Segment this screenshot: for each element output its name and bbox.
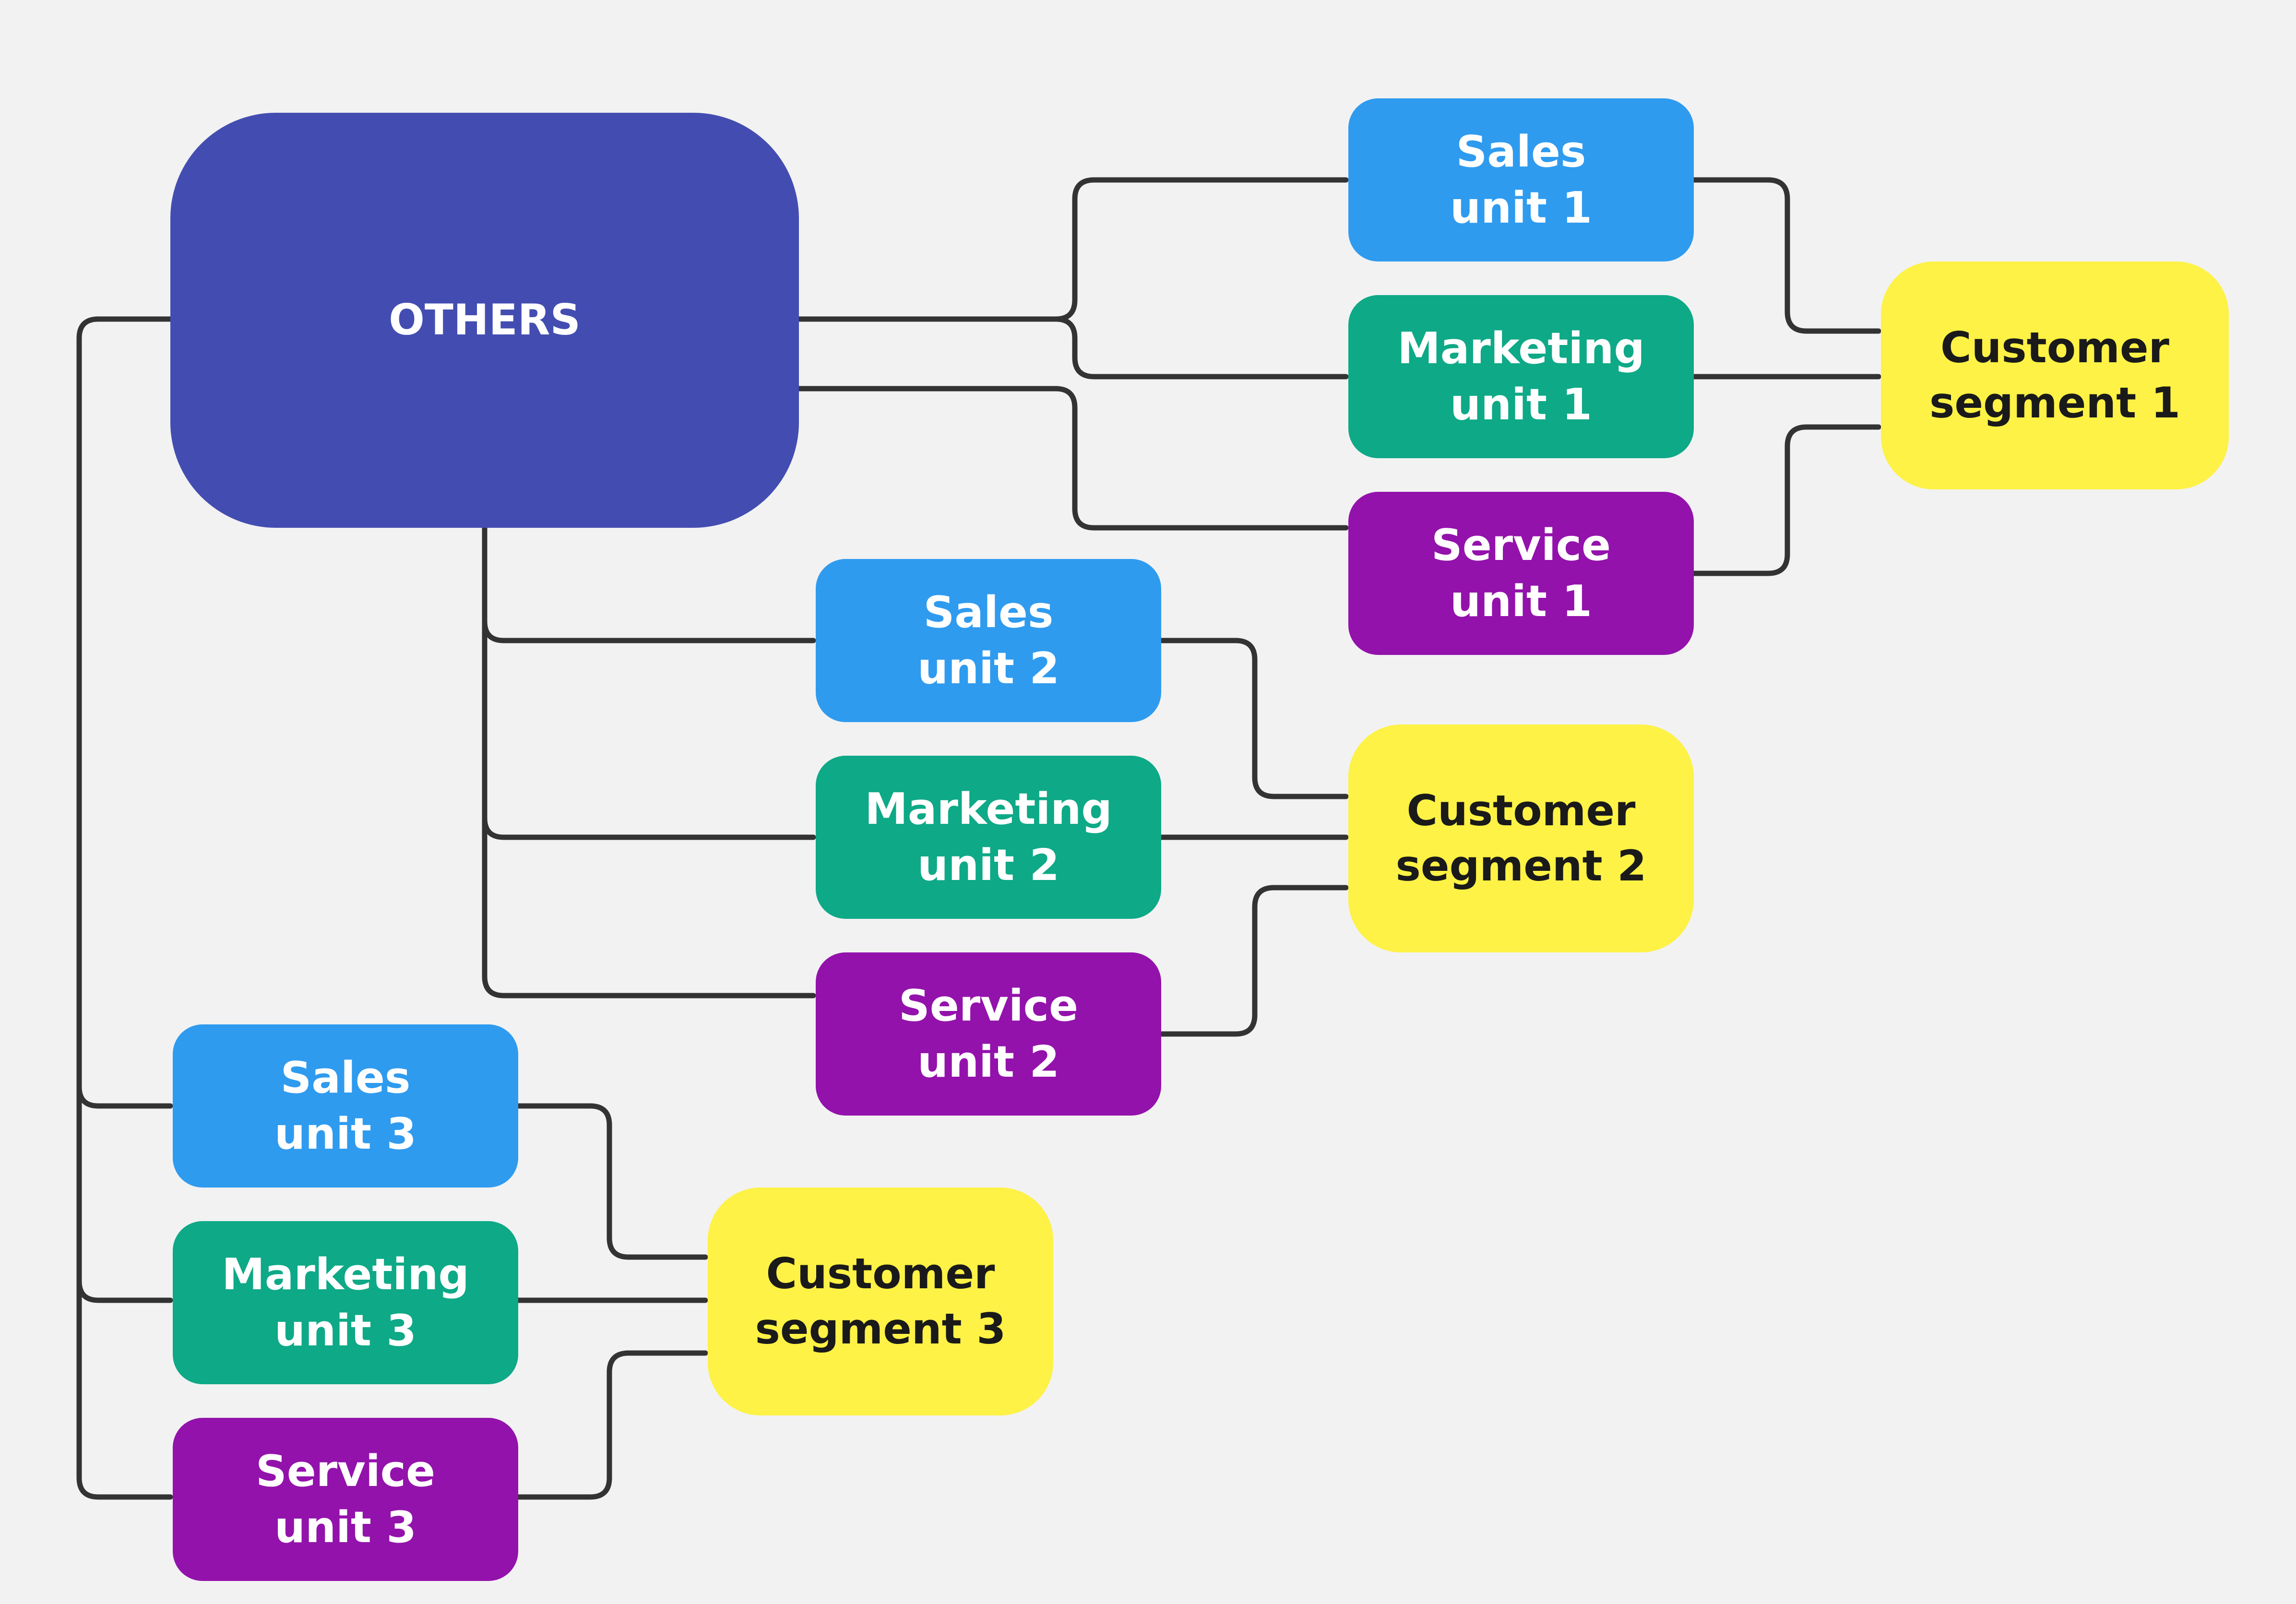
customer-segment-3-subtitle: segment 3 xyxy=(755,1304,1006,1354)
marketing-unit-3-subtitle: unit 3 xyxy=(274,1306,416,1356)
marketing-unit-2-title: Marketing xyxy=(865,784,1112,834)
marketing-unit-3-node[interactable]: Marketing unit 3 xyxy=(173,1221,518,1384)
others-node[interactable]: OTHERS xyxy=(170,113,799,528)
marketing-unit-1-subtitle: unit 1 xyxy=(1450,380,1592,430)
sales-unit-2-subtitle: unit 2 xyxy=(917,643,1059,694)
connector-service-unit-1-to-segment-1 xyxy=(1691,424,1881,576)
customer-segment-1-node[interactable]: Customer segment 1 xyxy=(1881,261,2229,489)
service-unit-2-node[interactable]: Service unit 2 xyxy=(816,952,1161,1116)
service-unit-1-subtitle: unit 1 xyxy=(1450,576,1592,627)
connector-others-to-marketing-unit-1 xyxy=(796,316,1349,380)
sales-unit-2-node[interactable]: Sales unit 2 xyxy=(816,559,1161,722)
customer-segment-2-subtitle: segment 2 xyxy=(1395,841,1647,891)
service-unit-3-title: Service xyxy=(255,1446,436,1497)
sales-unit-1-subtitle: unit 1 xyxy=(1450,183,1592,233)
sales-unit-3-node[interactable]: Sales unit 3 xyxy=(173,1024,518,1188)
service-unit-1-title: Service xyxy=(1431,520,1611,570)
connector-service-unit-3-to-segment-3 xyxy=(515,1350,708,1500)
connector-others-to-sales-unit-1 xyxy=(796,177,1349,322)
service-unit-3-node[interactable]: Service unit 3 xyxy=(173,1418,518,1581)
customer-segment-3-node[interactable]: Customer segment 3 xyxy=(708,1188,1053,1415)
connector-others-to-sales-unit-2 xyxy=(482,525,816,643)
service-unit-2-subtitle: unit 2 xyxy=(917,1037,1059,1087)
customer-segment-3-title: Customer xyxy=(766,1249,995,1299)
connector-sales-unit-2-to-segment-2 xyxy=(1158,638,1349,799)
connector-sales-unit-1-to-segment-1 xyxy=(1691,177,1881,334)
connector-others-to-marketing-unit-2 xyxy=(482,525,816,840)
marketing-unit-1-node[interactable]: Marketing unit 1 xyxy=(1348,295,1694,458)
marketing-unit-2-subtitle: unit 2 xyxy=(917,840,1059,891)
connector-others-to-service-unit-2 xyxy=(482,525,816,998)
customer-segment-2-node[interactable]: Customer segment 2 xyxy=(1348,725,1694,952)
marketing-unit-3-title: Marketing xyxy=(222,1249,469,1300)
connector-sales-unit-3-to-segment-3 xyxy=(515,1103,708,1260)
sales-unit-3-subtitle: unit 3 xyxy=(274,1109,416,1159)
sales-unit-1-title: Sales xyxy=(1456,127,1586,177)
marketing-unit-2-node[interactable]: Marketing unit 2 xyxy=(816,756,1161,919)
sales-unit-1-node[interactable]: Sales unit 1 xyxy=(1348,98,1694,261)
service-unit-3-subtitle: unit 3 xyxy=(274,1502,416,1553)
sales-unit-3-title: Sales xyxy=(280,1053,411,1103)
others-label: OTHERS xyxy=(389,295,581,345)
connector-others-to-marketing-unit-3 xyxy=(76,1084,173,1303)
connector-service-unit-2-to-segment-2 xyxy=(1158,885,1349,1037)
marketing-unit-1-title: Marketing xyxy=(1397,323,1645,374)
connector-others-to-service-unit-1 xyxy=(796,386,1349,531)
customer-segment-2-title: Customer xyxy=(1406,786,1636,836)
connector-others-to-sales-unit-3 xyxy=(76,316,173,1109)
sales-unit-2-title: Sales xyxy=(923,587,1054,638)
connector-others-to-service-unit-3 xyxy=(76,1278,173,1500)
service-unit-1-node[interactable]: Service unit 1 xyxy=(1348,492,1694,655)
customer-segment-1-subtitle: segment 1 xyxy=(1929,378,2180,428)
service-unit-2-title: Service xyxy=(898,981,1079,1031)
customer-segment-1-title: Customer xyxy=(1940,323,2169,373)
